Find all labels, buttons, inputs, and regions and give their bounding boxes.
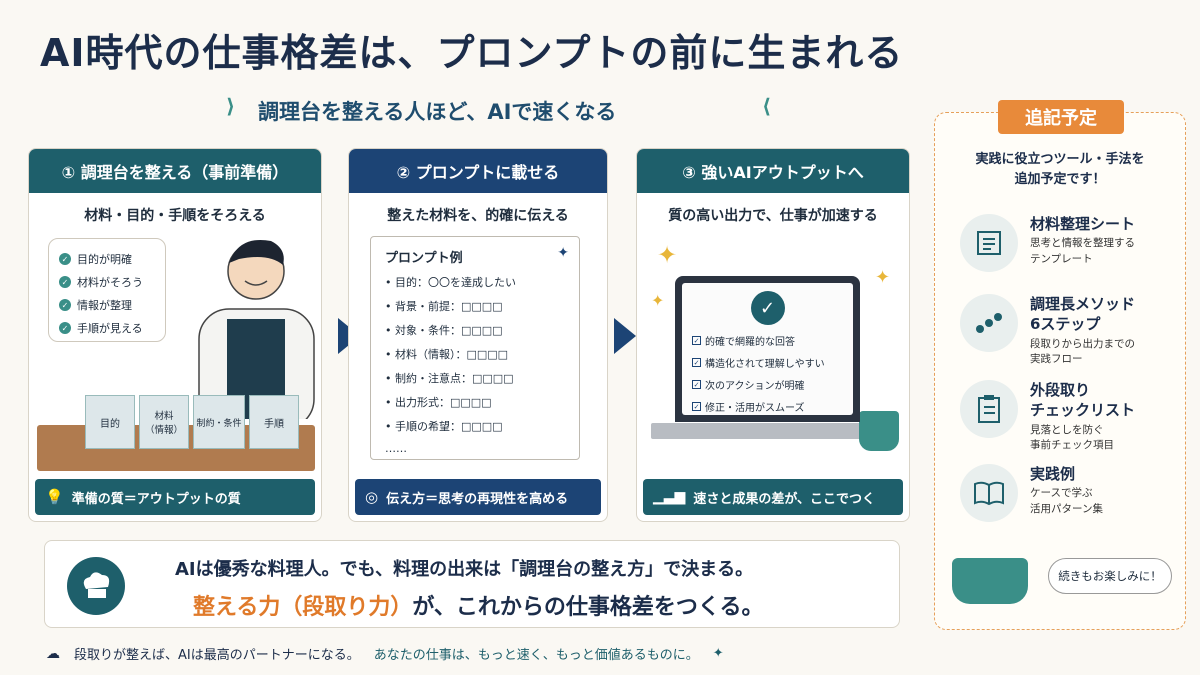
sparkle-icon: ✦ — [557, 245, 569, 261]
checkmark-icon: ✓ — [750, 291, 785, 325]
result-item: ✓構造化されて理解しやすい — [692, 358, 825, 370]
step-card-footer-text: 伝え方＝思考の再現性を高める — [386, 491, 569, 507]
step-card-header: ③ 強いAIアウトプットへ — [637, 149, 909, 193]
banner-line-1: AIは優秀な料理人。でも、料理の出来は「調理台の整え方」で決まる。 — [175, 559, 754, 580]
sheet-icon — [960, 214, 1018, 272]
banner-highlight: 整える力（段取り力） — [193, 595, 413, 620]
upcoming-item: 材料整理シート思考と情報を整理する テンプレート — [960, 214, 1180, 272]
step-card-prepare: ① 調理台を整える（事前準備） 材料・目的・手順をそろえる 目的 材料 （情報）… — [28, 148, 322, 522]
laptop-screen: ✓ ✓的確で網羅的な回答 ✓構造化されて理解しやすい ✓次のアクションが明確 ✓… — [675, 276, 860, 422]
checkbox-icon: ✓ — [692, 358, 701, 367]
footer-right: あなたの仕事は、もっと速く、もっと価値あるものに。 — [373, 648, 699, 663]
box-steps: 手順 — [249, 395, 299, 449]
upcoming-item-title: 材料整理シート — [1030, 215, 1136, 233]
prompt-item: • 背景・前提：□□□□ — [385, 300, 503, 313]
coffee-cup-icon — [859, 411, 899, 451]
upcoming-panel — [934, 112, 1186, 630]
prompt-example-title: プロンプト例 — [385, 251, 463, 266]
upcoming-item-desc: 思考と情報を整理する テンプレート — [1030, 237, 1135, 265]
upcoming-item: 調理長メソッド 6ステップ段取りから出力までの 実践フロー — [960, 294, 1180, 368]
footer: ☁ 段取りが整えば、AIは最高のパートナーになる。 あなたの仕事は、もっと速く、… — [46, 644, 724, 664]
step-card-footer: ▁▃▆ 速さと成果の差が、ここでつく — [643, 479, 903, 515]
ingredient-boxes: 目的 材料 （情報） 制約・条件 手順 — [85, 395, 299, 449]
upcoming-item-desc: 段取りから出力までの 実践フロー — [1030, 337, 1135, 366]
upcoming-item-title: 実践例 — [1030, 465, 1076, 483]
upcoming-item-title: 調理長メソッド 6ステップ — [1030, 295, 1136, 334]
lightbulb-icon: 💡 — [45, 488, 64, 506]
box-materials: 材料 （情報） — [139, 395, 189, 449]
chef-hat-icon: ☁ — [46, 645, 60, 662]
prompt-item: • 材料（情報）：□□□□ — [385, 348, 509, 361]
sparkle-icon: ⟨ — [762, 94, 772, 118]
cooking-pot-icon — [952, 558, 1028, 604]
prompt-item: • 手順の希望：□□□□ — [385, 420, 503, 433]
step-card-footer: ◎ 伝え方＝思考の再現性を高める — [355, 479, 601, 515]
upcoming-item-title: 外段取り チェックリスト — [1030, 381, 1136, 420]
sparkle-icon: ⟩ — [226, 94, 236, 118]
result-item: ✓修正・活用がスムーズ — [692, 402, 805, 414]
footer-left: 段取りが整えば、AIは最高のパートナーになる。 — [74, 648, 360, 663]
step-card-subtitle: 整えた材料を、的確に伝える — [387, 208, 569, 224]
upcoming-item-desc: 見落としを防ぐ 事前チェック項目 — [1030, 423, 1114, 452]
sparkle-icon: ✦ — [712, 646, 724, 661]
checklist-item: ✓材料がそろう — [59, 274, 155, 290]
banner-line-2-rest: が、これからの仕事格差をつくる。 — [412, 595, 764, 620]
sparkle-icon: ✦ — [651, 291, 665, 310]
page-title: AI時代の仕事格差は、プロンプトの前に生まれる — [40, 31, 904, 75]
prompt-item: • 出力形式：□□□□ — [385, 396, 492, 409]
prompt-example-box: プロンプト例 ✦ • 目的：〇〇を達成したい • 背景・前提：□□□□ • 対象… — [370, 236, 580, 460]
target-icon: ◎ — [365, 488, 379, 506]
checklist-item: ✓情報が整理 — [59, 297, 155, 313]
steps-icon — [960, 294, 1018, 352]
checkbox-icon: ✓ — [692, 402, 701, 411]
check-icon: ✓ — [59, 276, 71, 288]
result-item: ✓的確で網羅的な回答 — [692, 336, 795, 348]
upcoming-item-desc: ケースで学ぶ 活用パターン集 — [1030, 487, 1103, 515]
step-card-footer-text: 速さと成果の差が、ここでつく — [693, 491, 876, 507]
banner-line-2: 整える力（段取り力）が、これからの仕事格差をつくる。 — [193, 589, 763, 621]
step-card-footer: 💡 準備の質＝アウトプットの質 — [35, 479, 315, 515]
check-icon: ✓ — [59, 299, 71, 311]
arrow-right-icon — [614, 318, 636, 354]
box-constraints: 制約・条件 — [193, 395, 245, 449]
check-icon: ✓ — [59, 253, 71, 265]
sparkle-icon: ✦ — [875, 267, 891, 288]
clipboard-icon — [960, 380, 1018, 438]
check-icon: ✓ — [59, 322, 71, 334]
upcoming-tag: 追記予定 — [998, 100, 1124, 134]
step-card-header: ① 調理台を整える（事前準備） — [29, 149, 321, 193]
sparkle-icon: ✦ — [657, 241, 678, 269]
checkbox-icon: ✓ — [692, 380, 701, 389]
chef-hat-icon — [67, 557, 125, 615]
prompt-item: • 対象・条件：□□□□ — [385, 324, 503, 337]
upcoming-item: 実践例ケースで学ぶ 活用パターン集 — [960, 464, 1180, 522]
laptop-base — [651, 423, 897, 439]
growth-chart-icon: ▁▃▆ — [653, 489, 686, 505]
prompt-item: • 制約・注意点：□□□□ — [385, 372, 514, 385]
step-card-footer-text: 準備の質＝アウトプットの質 — [71, 491, 241, 507]
speech-bubble: 続きもお楽しみに！ — [1048, 558, 1172, 594]
chef-person-illustration — [198, 239, 315, 419]
checklist-item: ✓目的が明確 — [59, 251, 155, 267]
upcoming-item: 外段取り チェックリスト見落としを防ぐ 事前チェック項目 — [960, 380, 1180, 454]
result-item: ✓次のアクションが明確 — [692, 380, 805, 392]
upcoming-intro: 実践に役立つツール・手法を 追加予定です！ — [975, 152, 1145, 187]
box-purpose: 目的 — [85, 395, 135, 449]
prompt-item: • 目的：〇〇を達成したい — [385, 276, 516, 289]
checklist-item: ✓手順が見える — [59, 320, 155, 336]
step-card-header: ② プロンプトに載せる — [349, 149, 607, 193]
checklist-bubble: ✓目的が明確 ✓材料がそろう ✓情報が整理 ✓手順が見える — [48, 238, 166, 342]
checkbox-icon: ✓ — [692, 336, 701, 345]
step-card-subtitle: 材料・目的・手順をそろえる — [84, 208, 266, 224]
book-icon — [960, 464, 1018, 522]
step-card-subtitle: 質の高い出力で、仕事が加速する — [668, 208, 878, 224]
message-banner: AIは優秀な料理人。でも、料理の出来は「調理台の整え方」で決まる。 整える力（段… — [44, 540, 900, 628]
page-subtitle: 調理台を整える人ほど、AIで速くなる — [258, 100, 617, 124]
prompt-item: …… — [385, 442, 407, 455]
